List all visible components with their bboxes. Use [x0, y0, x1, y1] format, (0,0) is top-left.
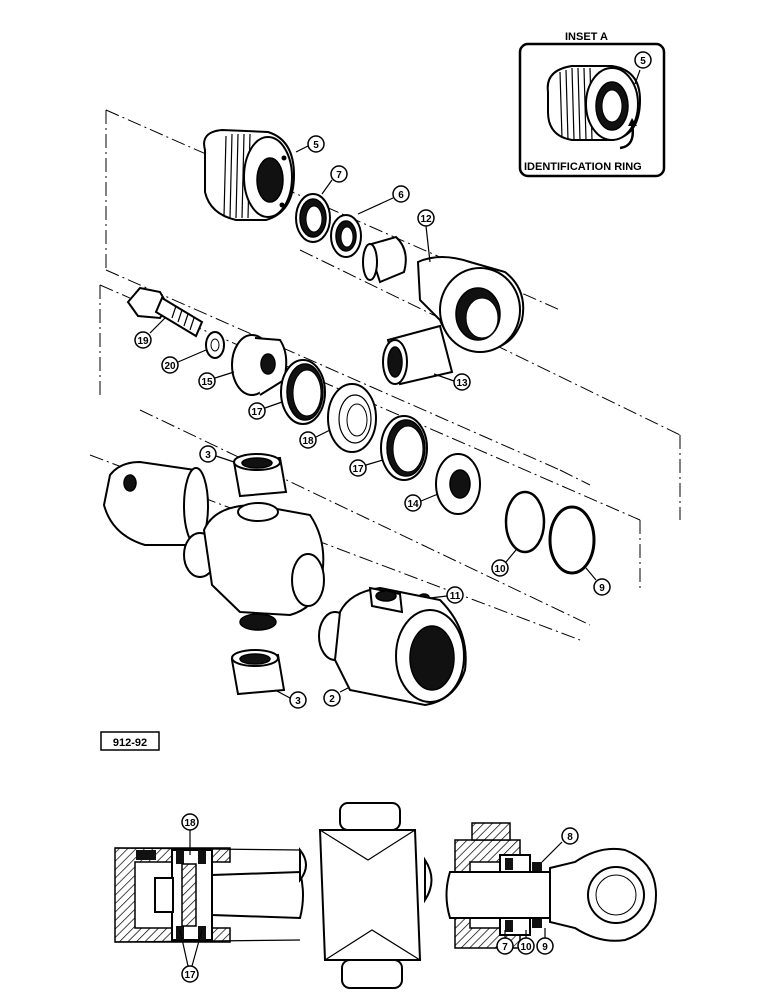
callout-3-top: 3	[199, 445, 235, 463]
callout-14: 14	[404, 493, 439, 512]
callout-5: 5	[295, 135, 325, 153]
svg-text:19: 19	[137, 336, 149, 347]
svg-text:18: 18	[302, 436, 314, 447]
part-barrel-end	[102, 460, 209, 546]
part-bolt	[126, 286, 204, 338]
svg-text:9: 9	[542, 942, 548, 953]
svg-text:17: 17	[184, 970, 196, 981]
callout-15: 15	[198, 371, 235, 390]
callout-2: 2	[323, 687, 349, 707]
figure-code: 912-92	[100, 731, 160, 751]
part-trunnion-bushing-bottom	[230, 649, 286, 696]
svg-text:7: 7	[502, 942, 508, 953]
svg-text:10: 10	[494, 564, 506, 575]
part-rod	[362, 235, 407, 284]
part-piston	[327, 383, 377, 453]
part-cylinder-tube	[318, 586, 467, 707]
section-callouts: 18 17 8 7 10 9	[179, 813, 579, 983]
part-trunnion-bushing-top	[232, 453, 288, 498]
callout-6: 6	[357, 185, 410, 215]
section-callout-8: 8	[541, 827, 579, 863]
svg-text:13: 13	[456, 378, 468, 389]
callout-13: 13	[433, 373, 471, 391]
svg-text:9: 9	[599, 583, 605, 594]
svg-text:5: 5	[313, 140, 319, 151]
callout-20: 20	[161, 349, 207, 374]
inset-gland-drawing	[546, 65, 642, 150]
section-callout-18: 18	[181, 813, 199, 855]
part-packing-b	[380, 415, 428, 481]
callout-9: 9	[585, 567, 611, 596]
svg-text:14: 14	[407, 499, 419, 510]
svg-text:2: 2	[329, 694, 335, 705]
part-o-ring	[504, 490, 546, 554]
exploded-callouts: 5 7 6 12 19 20 15 17 18 17 14 13 3 11 3 …	[134, 135, 611, 709]
callout-7: 7	[321, 165, 348, 195]
svg-text:11: 11	[450, 591, 461, 602]
part-wiper	[330, 214, 362, 258]
svg-text:17: 17	[352, 464, 364, 475]
callout-11: 11	[429, 586, 464, 604]
callout-17-a: 17	[248, 401, 283, 420]
svg-text:3: 3	[205, 450, 211, 461]
svg-text:20: 20	[164, 361, 176, 372]
part-seal	[295, 193, 331, 243]
svg-text:18: 18	[184, 818, 196, 829]
inset-title: INSET A	[565, 31, 608, 43]
section-callout-9: 9	[536, 928, 554, 955]
svg-text:12: 12	[420, 214, 432, 225]
part-packing-a	[280, 359, 326, 425]
svg-text:10: 10	[520, 942, 532, 953]
sectional-view	[114, 802, 658, 989]
inset-a: INSET A 5 IDENTIFICATION RING	[518, 31, 666, 178]
svg-text:6: 6	[398, 190, 404, 201]
part-bearing	[435, 453, 481, 515]
callout-19: 19	[134, 317, 166, 349]
part-bushing	[382, 324, 454, 386]
callout-12: 12	[417, 209, 435, 263]
svg-text:7: 7	[336, 170, 342, 181]
callout-17-b: 17	[349, 459, 384, 477]
callout-10: 10	[491, 549, 517, 577]
part-washer	[205, 331, 225, 359]
section-callout-7: 7	[496, 930, 514, 955]
svg-text:17: 17	[251, 407, 263, 418]
callout-18: 18	[299, 429, 331, 449]
svg-text:912-92: 912-92	[113, 737, 147, 749]
part-backup-ring	[548, 505, 596, 575]
part-rod-eye	[416, 256, 525, 353]
svg-text:3: 3	[295, 696, 301, 707]
svg-text:15: 15	[201, 377, 213, 388]
section-callout-17: 17	[179, 929, 203, 983]
svg-text:8: 8	[567, 832, 573, 843]
inset-callout-label: 5	[640, 56, 646, 67]
part-trunnion	[183, 502, 325, 631]
inset-callout-ring	[634, 51, 652, 69]
callout-3-bottom: 3	[274, 689, 307, 709]
inset-caption: IDENTIFICATION RING	[524, 161, 642, 173]
section-callout-10: 10	[517, 930, 535, 955]
part-gland	[203, 128, 296, 221]
part-piston-nut	[231, 334, 288, 396]
